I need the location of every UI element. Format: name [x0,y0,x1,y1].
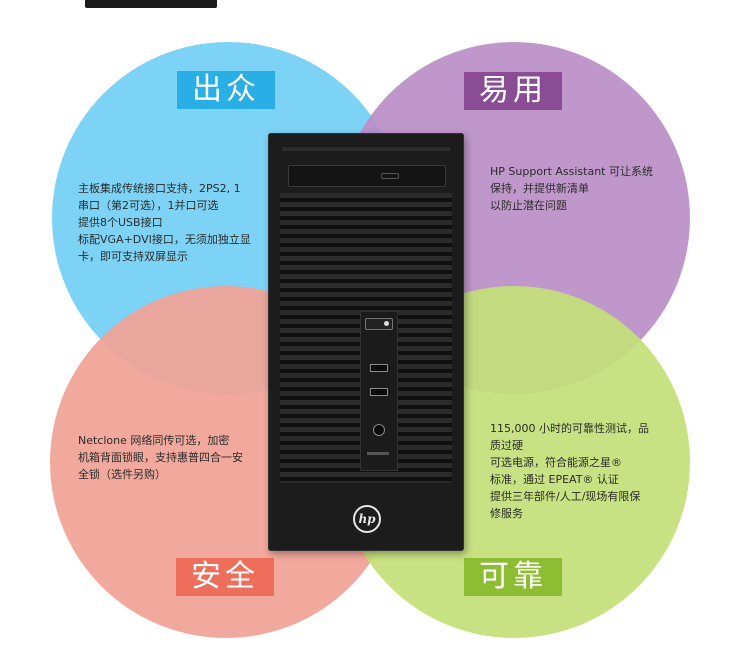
description-line: 卡，即可支持双屏显示 [78,250,188,263]
easy-description: HP Support Assistant 可让系统 保持，并提供新清单 以防止潜… [490,163,653,214]
description-line: 全锁（选件另购） [78,468,166,481]
standout-title: 出众 [177,71,275,109]
secure-description: Netclone 网络同传可选，加密 机箱背面锁眼，支持惠普四合一安 全锁（选件… [78,432,243,483]
description-line: 115,000 小时的可靠性测试，品 [490,422,649,435]
description-line: 主板集成传统接口支持，2PS2, 1 [78,182,241,195]
reliable-description: 115,000 小时的可靠性测试，品 质过硬 可选电源，符合能源之星® 标准，通… [490,420,649,522]
usb-port-icon [370,364,388,372]
power-button-icon [365,318,393,330]
description-line: Netclone 网络同传可选，加密 [78,434,230,447]
description-line: 串口（第2可选），1并口可选 [78,199,219,212]
description-line: HP Support Assistant 可让系统 [490,165,653,178]
description-line: 以防止潜在问题 [490,199,567,212]
description-line: 质过硬 [490,439,523,452]
tower-top-trim [282,147,450,151]
easy-title: 易用 [464,72,562,110]
description-line: 机箱背面锁眼，支持惠普四合一安 [78,451,243,464]
usb-port-icon [370,388,388,396]
secure-title: 安全 [176,558,274,596]
description-line: 保持，并提供新清单 [490,182,589,195]
description-line: 提供三年部件/人工/现场有限保 [490,490,641,503]
product-image-fragment [85,0,217,8]
description-line: 提供8个USB接口 [78,216,163,229]
hp-logo-icon: hp [353,505,381,533]
reliable-title: 可靠 [464,558,562,596]
description-line: 可选电源，符合能源之星® [490,456,622,469]
description-line: 标配VGA+DVI接口，无须加独立显 [78,233,251,246]
standout-description: 主板集成传统接口支持，2PS2, 1 串口（第2可选），1并口可选 提供8个US… [78,180,251,265]
eject-button [381,173,399,179]
front-grill [280,193,452,483]
card-slot-icon [367,452,389,455]
front-io-panel [360,311,398,471]
audio-jack-icon [373,424,385,436]
description-line: 修服务 [490,507,523,520]
description-line: 标准，通过 EPEAT® 认证 [490,473,619,486]
optical-drive [288,165,446,187]
pc-tower-image: hp [268,133,464,551]
